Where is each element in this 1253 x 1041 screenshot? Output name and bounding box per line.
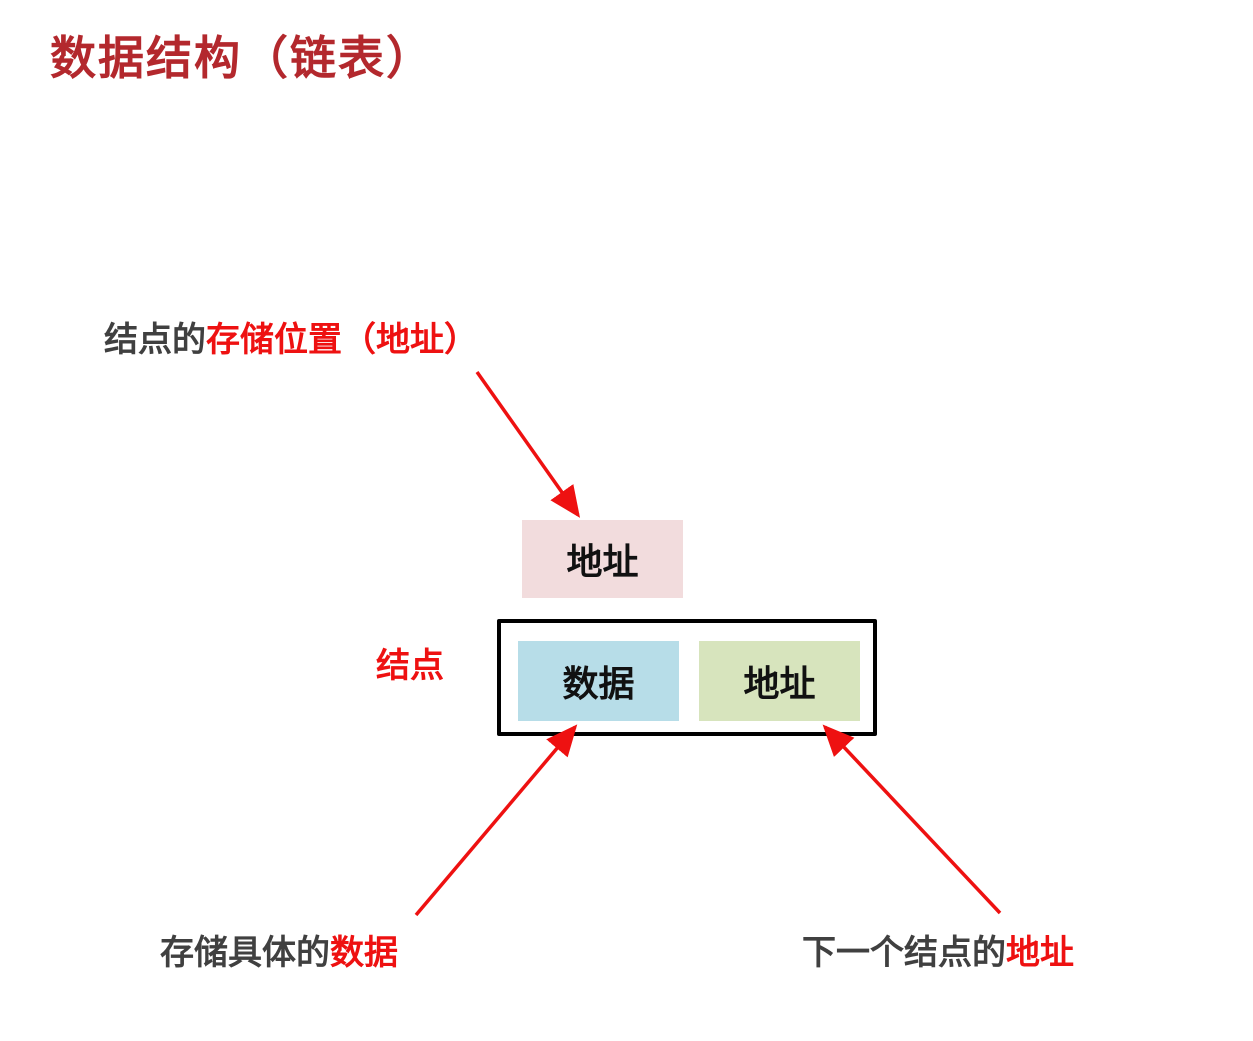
label-prefix: 结点的 bbox=[104, 320, 206, 360]
label-highlight: 地址 bbox=[1006, 933, 1074, 973]
arrow-to-address-box bbox=[475, 370, 581, 518]
node-storage-location-label: 结点的存储位置（地址） bbox=[104, 312, 478, 361]
data-cell: 数据 bbox=[518, 641, 679, 721]
node-frame bbox=[497, 619, 877, 736]
address-box-label: 地址 bbox=[566, 542, 639, 583]
data-cell-label: 数据 bbox=[562, 664, 635, 705]
address-box: 地址 bbox=[522, 520, 683, 598]
node-label: 结点 bbox=[376, 646, 444, 686]
label-prefix: 存储具体的 bbox=[160, 933, 330, 973]
arrow-to-next-address-cell bbox=[822, 724, 1002, 915]
label-highlight: 存储位置（地址） bbox=[206, 320, 478, 360]
label-highlight: 数据 bbox=[330, 933, 398, 973]
next-address-cell: 地址 bbox=[699, 641, 860, 721]
next-address-cell-label: 地址 bbox=[743, 664, 816, 705]
next-address-description-label: 下一个结点的地址 bbox=[802, 925, 1074, 974]
arrow-to-data-cell bbox=[414, 724, 578, 917]
data-description-label: 存储具体的数据 bbox=[160, 925, 398, 974]
label-prefix: 下一个结点的 bbox=[802, 933, 1006, 973]
page-title: 数据结构（链表） bbox=[50, 31, 434, 85]
